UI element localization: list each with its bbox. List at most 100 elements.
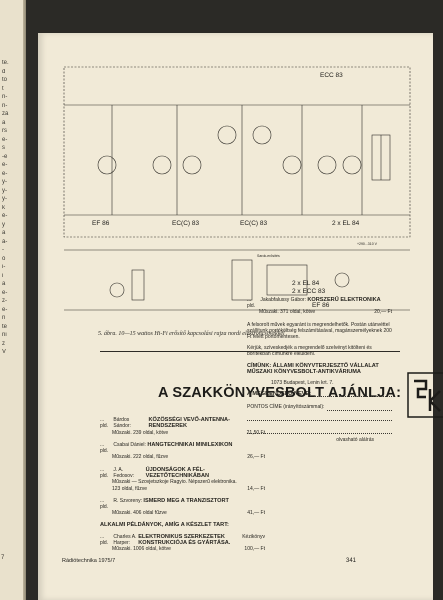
book-price: 14,— Ft [247,485,265,492]
margin-fragment: ni [2,332,7,338]
previous-page-number: 7 [1,555,5,561]
margin-fragment: e- [2,170,8,177]
tube-label-el84: 2 x EL 84 [332,220,360,227]
quantity-blank[interactable]: ... pld. [100,497,109,511]
quantity-blank[interactable]: ... pld. [100,533,109,546]
book-author: Jakabfalussy Gábor: [260,297,306,303]
margin-fragment: e- [2,289,8,296]
customer-address-field-2[interactable] [247,415,392,421]
bookshop-logo [407,372,443,418]
book-entry: ... pld. Csabai Dániel: HANGTECHNIKAI MI… [100,442,265,461]
book-price: 26,— Ft [247,454,265,461]
margin-fragment: n [2,315,6,321]
order-list-right: ... pld. Jakabfalussy Gábor: KORSZERŰ EL… [247,297,392,443]
divider-rule [100,351,400,352]
schematic-small-label: Sarok-erősítés [257,254,280,258]
ordering-info: A felsorolt művek egyaránt is megrendelh… [247,321,392,341]
tube-label-ecc83-a: EC(C) 83 [172,220,199,227]
book-details: Műszaki. 371 oldal, kötve [259,309,316,316]
book-title: ÚJDONSÁGOK A FÉL-VEZETŐTECHNIKÁBAN [145,466,210,480]
book-entry-special: ... pld. Charles A. Harper: ELEKTRONIKUS… [100,534,265,553]
margin-fragment: y- [2,187,7,194]
margin-fragment: á- [2,238,8,245]
book-price: 41,— Ft [247,510,265,517]
ordering-request: Kérjük, szíveskedjék a megrendelő szelvé… [247,345,372,358]
margin-fragment: rs [2,128,7,134]
book-author: Csabai Dániel: [113,442,146,449]
margin-fragment: V [2,349,7,355]
book-entry: ... pld. Bárdos Sándor: KÖZÖSSÉGI VEVŐ-A… [100,417,265,436]
tube-label-el84-psu: 2 x EL 84 [292,280,320,287]
margin-fragment: - [2,247,4,253]
customer-address-field[interactable] [327,405,392,411]
margin-fragment: n- [2,102,8,109]
book-title: ELEKTRONIKUS SZERKEZETEK KONSTRUKCIÓJA É… [138,533,231,547]
margin-fragment: z- [2,298,7,304]
tube-label-ef86: EF 86 [92,220,110,227]
book-author: R. Szvoreny: [113,497,143,504]
page-gutter [23,0,26,600]
book-price: 100,— Ft [244,546,265,553]
figure-caption: 5. ábra. 10—15 wattos Hi-Fi erősítő kapc… [98,331,285,337]
book-title: ISMERD MEG A TRANZISZTORT [143,497,229,504]
address-company: ÁLLAMI KÖNYVTERJESZTŐ VÁLLALAT MŰSZAKI K… [247,362,379,375]
margin-fragment: te [2,323,8,330]
margin-fragment: e- [2,136,8,143]
order-list-left: ... pld. Bárdos Sándor: KÖZÖSSÉGI VEVŐ-A… [100,417,265,559]
book-details: Műszaki — Szovjetszkoje Ragyio. Népszerű… [112,479,237,486]
tube-label-ecc83-psu: 2 x ECC 83 [292,288,326,295]
margin-fragment: to [2,77,8,83]
margin-fragment: zá [2,111,9,117]
tube-label-ecc83-b: EC(C) 83 [240,220,267,227]
margin-fragment: y- [2,179,7,185]
amplifier-schematic: ECC 83 EF 86 EC(C) 83 EC(C) 83 2 x EL 84… [63,66,411,311]
address-label: CÍMÜNK: [247,362,272,369]
margin-fragment: ó [2,255,6,262]
book-publisher: Kézikönyv [242,533,265,540]
margin-fragment: e- [2,162,8,168]
book-author: Charles A. Harper: [113,533,137,546]
margin-fragment: a [2,281,6,287]
book-author: Bárdos Sándor: [113,417,131,430]
occasional-copies-title: ALKALMI PÉLDÁNYOK, AMÍG A KÉSZLET TART: [100,522,229,529]
margin-fragment: z [2,340,5,347]
margin-fragment: s [2,145,5,151]
book-title: KÖZÖSSÉGI VEVŐ-ANTENNA-RENDSZEREK [148,417,230,430]
margin-fragment: y- [2,196,7,202]
book-entry: ... pld. Jakabfalussy Gábor: KORSZERŰ EL… [247,297,392,316]
margin-fragment: é- [2,213,8,219]
tube-label-ecc83-top: ECC 83 [320,72,343,79]
margin-fragment: -e [2,153,8,160]
book-details: Műszaki. 239 oldal, kötve [112,429,169,436]
margin-fragment: a [2,119,6,126]
book-details: Műszaki. 406 oldal fűzve [112,510,167,517]
quantity-blank[interactable]: ... pld. [100,417,109,430]
book-entry: ... pld. J. A. Fedosov: ÚJDONSÁGOK A FÉL… [100,467,265,492]
signature-label: olvasható aláírás [336,436,374,443]
tube-label-ef86-psu: EF 86 [312,302,330,309]
margin-fragment: i [2,272,4,279]
footer-page-number: 341 [346,558,357,564]
margin-fragment: t [2,85,4,92]
margin-fragment: e- [2,306,8,313]
quantity-blank[interactable]: ... pld. [100,442,109,455]
book-title: HANGTECHNIKAI MINILEXIKON [147,442,233,449]
margin-fragment: te. [2,60,9,66]
customer-name-label: A MEGRENDELŐ NEVE: [247,391,312,398]
footer-magazine: Rádiótechnika 1975/7 [62,558,116,564]
magazine-page: ECC 83 EF 86 EC(C) 83 EC(C) 83 2 x EL 84… [38,33,443,600]
customer-name-field[interactable] [314,391,392,398]
book-title: KORSZERŰ ELEKTRONIKA [307,297,381,303]
margin-fragment: k [2,204,5,211]
quantity-blank[interactable]: ... pld. [100,466,109,479]
book-details: Műszaki. 222 oldal, fűzve [112,454,169,461]
book-author: J. A. Fedosov: [113,466,134,479]
customer-address-label: PONTOS CÍME (irányítószámmal): [247,404,325,411]
margin-fragment: y [2,221,5,228]
signature-field[interactable] [247,428,392,434]
quantity-blank[interactable]: ... pld. [247,297,256,310]
schematic-voltage-label: +290...310 V [357,242,378,246]
book-entry: ... pld. R. Szvoreny: ISMERD MEG A TRANZ… [100,498,265,517]
book-details-extra: 123 oldal, fűzve [112,485,148,492]
